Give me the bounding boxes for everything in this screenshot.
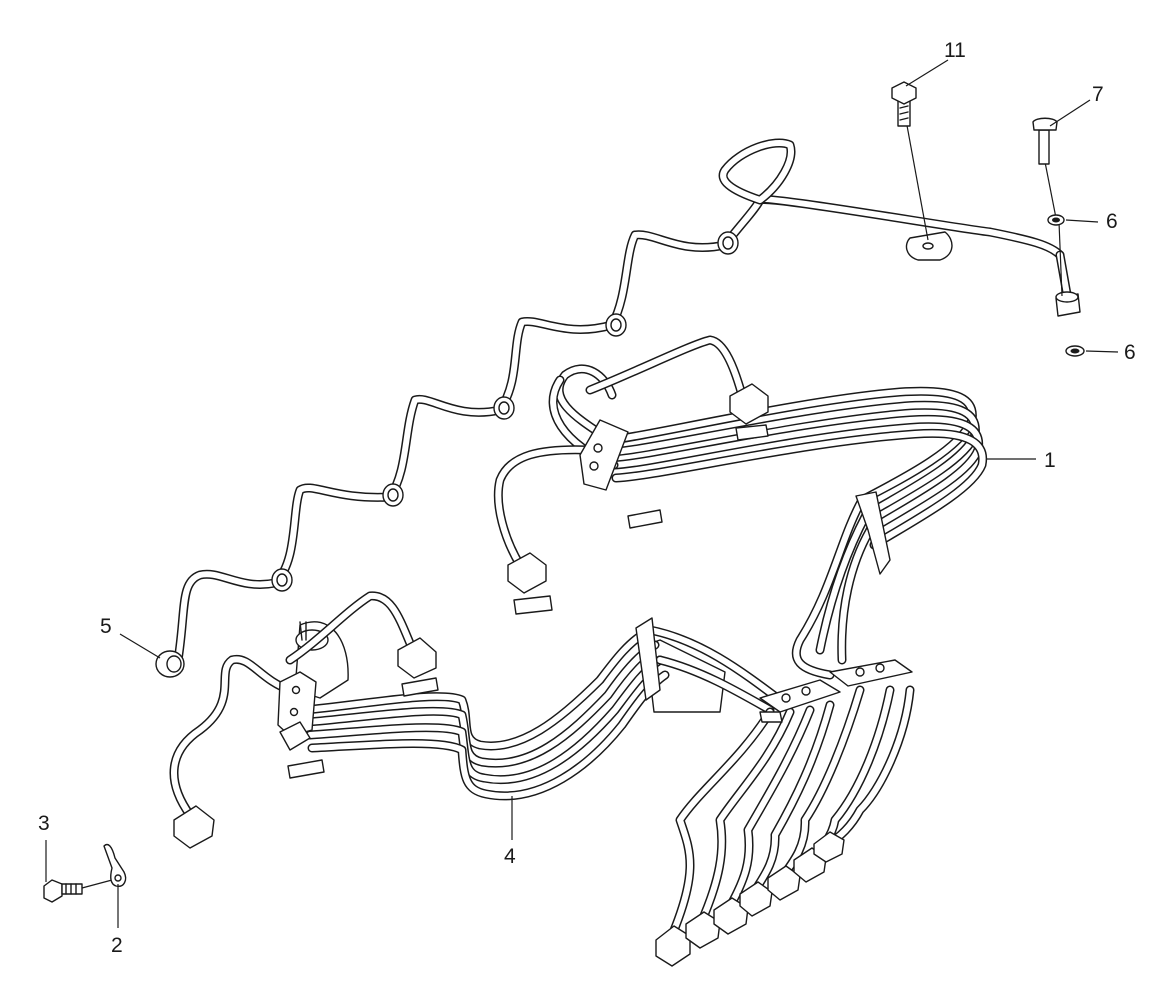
callout-4: 4: [504, 845, 516, 868]
callout-11: 11: [944, 39, 966, 62]
callout-6-upper: 6: [1106, 210, 1118, 233]
pipe-nut: [397, 637, 437, 679]
callout-7: 7: [1092, 83, 1104, 106]
callout-1: 1: [1044, 449, 1056, 472]
return-line-end-fitting: [155, 650, 185, 678]
part-3-bolt: [43, 879, 113, 903]
callout-labels: 11 7 6 6 1 4 5 3 2: [38, 39, 1136, 957]
part-2-clip: [103, 843, 127, 887]
fan-clamp-plate-1: [759, 679, 841, 713]
part-4-lower-injection-pipes: [169, 591, 785, 849]
mounting-bolts: [513, 424, 769, 615]
callout-3: 3: [38, 812, 50, 835]
fan-clamp-plate-2: [829, 659, 913, 687]
injector-nut: [739, 881, 773, 917]
injector-nut: [655, 925, 691, 967]
upper-clamp-bracket: [579, 419, 629, 491]
pipe-nut: [507, 552, 547, 594]
injector-nut: [713, 897, 749, 935]
callout-5: 5: [100, 615, 112, 638]
lower-clamp-middle: [635, 617, 661, 701]
callout-2: 2: [111, 934, 123, 957]
part-11-bolt: [891, 81, 929, 241]
injector-nut: [767, 865, 801, 901]
pipe-nut: [173, 805, 215, 849]
part-5-return-line: [155, 138, 1081, 678]
pipe-nut: [729, 383, 769, 425]
injector-nut: [813, 831, 845, 863]
side-clamp: [855, 491, 891, 575]
leader-lines: [45, 59, 1119, 928]
part-1-upper-injection-pipes: [493, 335, 988, 680]
callout-6-lower: 6: [1124, 341, 1136, 364]
injector-pipe-fan: [655, 659, 915, 967]
banjo-fittings: [271, 231, 739, 592]
lower-clamp-left: [277, 671, 317, 737]
return-line-bracket: [905, 231, 953, 261]
part-6-washers: [1047, 214, 1085, 357]
injector-nut: [685, 911, 721, 949]
part-7-bolt: [1032, 117, 1058, 219]
